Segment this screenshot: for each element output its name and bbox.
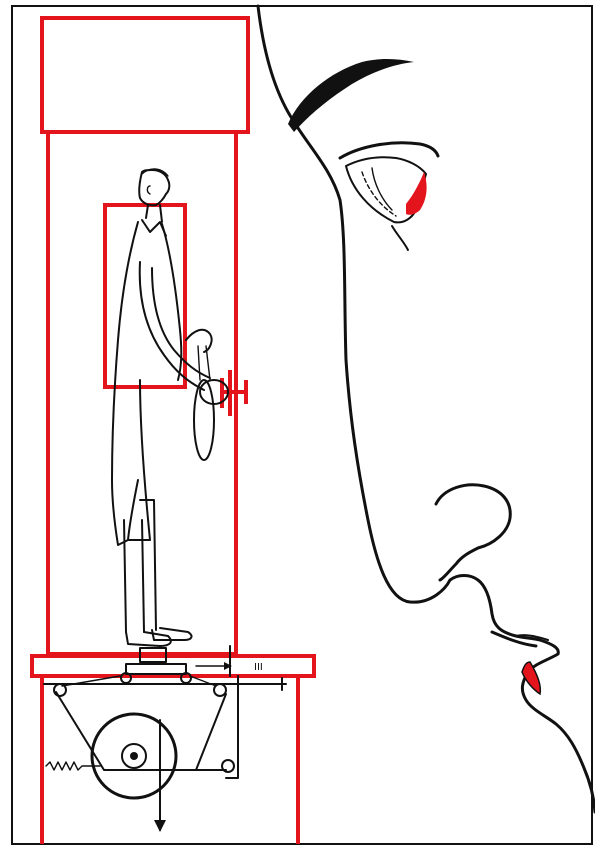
base-mechanism: III bbox=[44, 646, 286, 832]
top-box bbox=[42, 18, 248, 132]
standing-man bbox=[112, 169, 228, 646]
nostril bbox=[436, 485, 510, 580]
eye-upper-lid bbox=[340, 143, 438, 158]
face-contour bbox=[258, 6, 595, 812]
pedestal-box bbox=[42, 676, 298, 844]
eyebrow bbox=[288, 59, 414, 132]
face-profile bbox=[258, 6, 595, 812]
red-lip bbox=[522, 662, 540, 694]
mechanism-label: III bbox=[254, 662, 263, 673]
